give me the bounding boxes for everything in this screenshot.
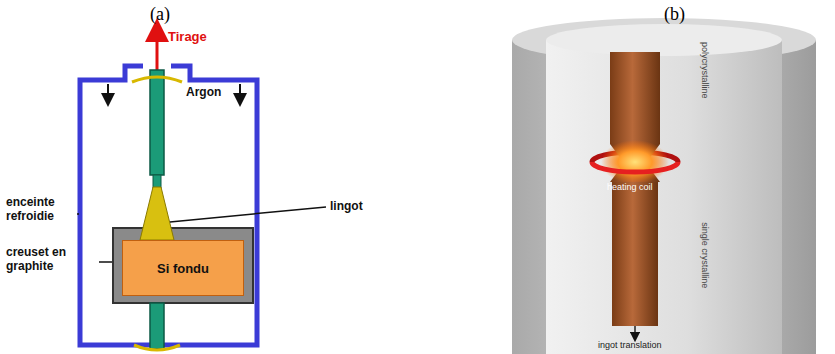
rotation-arrow: [134, 345, 180, 350]
polycrystalline-rod: [610, 52, 660, 144]
zone-label: polycrystalline: [700, 42, 710, 99]
enclosure-label: enceinte refroidie: [6, 196, 74, 224]
leader-line: [77, 213, 79, 215]
graphite-crucible: [113, 228, 253, 303]
cavity-top: [546, 24, 782, 56]
argon-arrow: [239, 84, 241, 100]
ingot: [140, 187, 174, 240]
pull-shaft: [150, 70, 164, 175]
leader-line: [99, 261, 112, 263]
leader-line: [170, 207, 326, 222]
housing-cavity: [546, 40, 782, 354]
ingot-label: lingot: [330, 200, 363, 214]
node-text: Si fondu: [157, 261, 209, 276]
crucible-label: creuset en graphite: [6, 246, 96, 274]
gas-label: Argon: [186, 86, 221, 100]
zone-glow: [601, 140, 669, 184]
pull-label: Tirage: [168, 30, 207, 45]
heating-coil: [592, 162, 678, 172]
translation-arrow: [634, 326, 636, 337]
rotation-arrow: [132, 77, 182, 82]
pull-arrow: [156, 30, 159, 70]
argon-arrow: [107, 84, 109, 100]
melt-region: Si fondu: [122, 240, 244, 296]
seed-holder: [153, 175, 161, 188]
panel-label: (a): [150, 4, 170, 25]
czochralski-furnace: [80, 30, 257, 350]
zone-label: single crystalline: [700, 222, 710, 288]
crucible-shaft: [150, 303, 164, 349]
coil-label: heating coil: [607, 182, 653, 192]
motion-label: ingot translation: [598, 340, 662, 350]
housing: [512, 40, 816, 354]
cooled-enclosure: [80, 66, 257, 345]
panel-label: (b): [664, 4, 685, 25]
float-zone-furnace: [512, 18, 816, 354]
single-crystal-rod: [612, 182, 658, 326]
